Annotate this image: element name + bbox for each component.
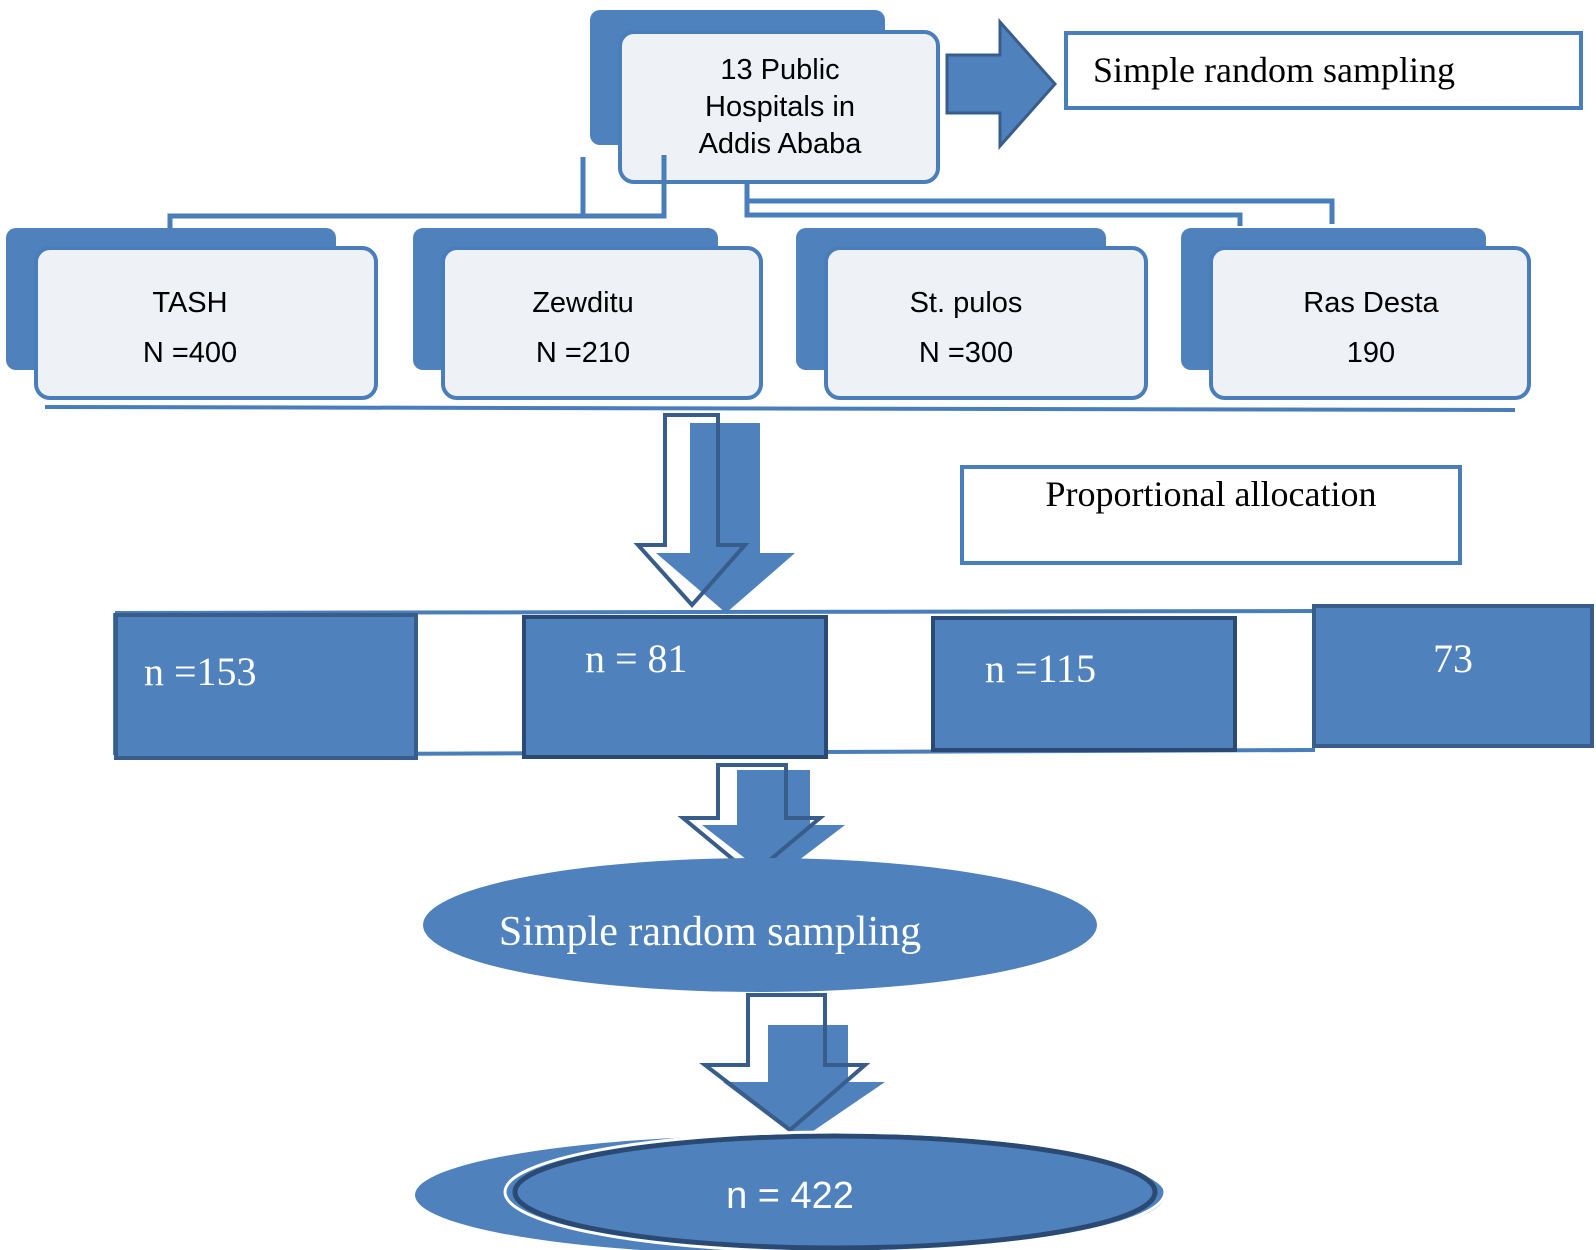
top-hospitals-box: 13 Public Hospitals in Addis Ababa <box>590 10 940 184</box>
sample-row: n =153 n = 81 n =115 73 <box>113 604 1594 760</box>
total-ellipse: n = 422 <box>415 1130 1167 1250</box>
connector-right-outer <box>747 198 1335 224</box>
total-ellipse-shape <box>415 1135 1165 1250</box>
allocation-box-frame <box>960 465 1462 565</box>
sample-value: 73 <box>1433 636 1473 681</box>
sampling-ellipse-label: Simple random sampling <box>499 909 921 955</box>
total-ellipse-highlight <box>503 1130 1167 1250</box>
sample-box-st-pulos: n =115 <box>931 616 1237 752</box>
allocation-box: Proportional allocation <box>960 465 1462 565</box>
hospital-count: N =210 <box>536 337 630 369</box>
sample-box-zewditu: n = 81 <box>522 615 828 759</box>
sample-value: n = 81 <box>585 636 688 681</box>
down-arrow-1-outline <box>633 413 750 609</box>
allocation-label: Proportional allocation <box>1046 474 1377 514</box>
top-box-line-3: Addis Ababa <box>699 128 863 160</box>
down-arrow-2-fill <box>702 770 845 880</box>
down-arrow-2-outline <box>677 763 826 878</box>
connector-right-inner <box>744 184 1243 226</box>
sampling-ellipse: Simple random sampling <box>423 858 1097 992</box>
hospital-card-tash: TASH N =400 <box>6 228 378 400</box>
hospital-count: N =400 <box>143 337 237 369</box>
sample-row-top-line <box>114 609 1316 615</box>
down-arrow-3 <box>699 993 885 1140</box>
hospital-name: TASH <box>152 287 227 319</box>
sampling-ellipse-shape <box>423 858 1097 992</box>
hospital-name: St. pulos <box>910 287 1023 319</box>
hospital-card-ras-desta: Ras Desta 190 <box>1181 228 1531 400</box>
hospital-card-frame <box>441 246 763 400</box>
sample-value: n =153 <box>144 649 257 694</box>
hospital-name: Ras Desta <box>1303 287 1439 319</box>
hospital-row-baseline <box>44 405 1516 412</box>
total-label: n = 422 <box>726 1175 854 1217</box>
hospital-count: N =300 <box>919 337 1013 369</box>
hospital-card-zewditu: Zewditu N =210 <box>413 228 763 400</box>
hospital-card-frame <box>1209 246 1531 400</box>
top-box-frame <box>618 30 940 184</box>
top-box-line-1: 13 Public <box>720 54 839 86</box>
hospital-name: Zewditu <box>532 287 634 319</box>
top-right-sampling-label: Simple random sampling <box>1093 50 1455 90</box>
down-arrow-2 <box>677 763 845 880</box>
sample-box <box>1312 604 1594 748</box>
connector-left <box>167 155 667 228</box>
hospital-count: 190 <box>1347 337 1395 369</box>
down-arrow-1-fill <box>656 423 795 613</box>
connector-lines <box>167 155 1335 228</box>
sample-box <box>931 616 1237 752</box>
top-box-line-2: Hospitals in <box>705 91 855 123</box>
down-arrow-1 <box>633 413 795 613</box>
hospital-card-st-pulos: St. pulos N =300 <box>796 228 1148 400</box>
sample-value: n =115 <box>985 646 1096 691</box>
sample-box-ras-desta: 73 <box>1312 604 1594 748</box>
top-right-box-frame <box>1064 31 1583 110</box>
total-ellipse-inner-ring <box>512 1133 1158 1250</box>
hospital-card-frame <box>34 246 378 400</box>
sample-box <box>522 615 828 759</box>
hospital-card-frame <box>824 246 1148 400</box>
down-arrow-3-outline <box>699 993 871 1133</box>
sample-box <box>114 613 418 760</box>
sample-box-tash: n =153 <box>114 613 418 760</box>
top-right-sampling-box: Simple random sampling <box>1064 31 1583 110</box>
right-arrow <box>945 18 1058 150</box>
